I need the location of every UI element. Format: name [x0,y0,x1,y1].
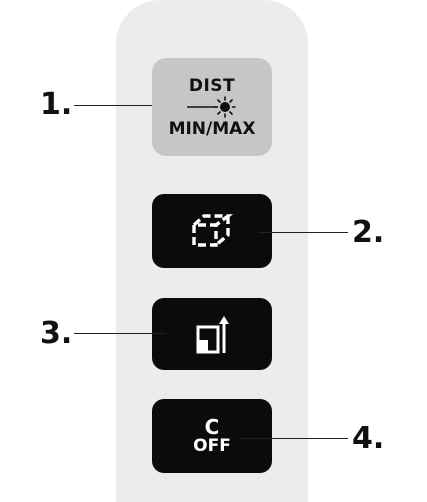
callout-3: 3. [40,316,73,351]
area-volume-icon [192,214,234,247]
reference-level-icon [196,316,229,354]
leader-line-2 [258,232,348,233]
off-label: OFF [193,436,231,456]
dist-minmax-button[interactable]: DIST MIN/MAX [152,58,272,156]
dist-label: DIST [188,75,236,96]
area-volume-button[interactable] [152,194,272,268]
minmax-label: MIN/MAX [168,118,256,139]
reference-level-button[interactable] [152,298,272,370]
leader-line-4 [240,438,348,439]
leader-line-3 [74,333,166,334]
callout-1: 1. [40,87,73,122]
leader-line-1 [74,105,152,106]
callout-2: 2. [352,215,385,250]
callout-4: 4. [352,421,385,456]
clear-label: C [204,415,220,439]
laser-icon [187,95,236,118]
clear-off-button[interactable]: C OFF [152,399,272,473]
